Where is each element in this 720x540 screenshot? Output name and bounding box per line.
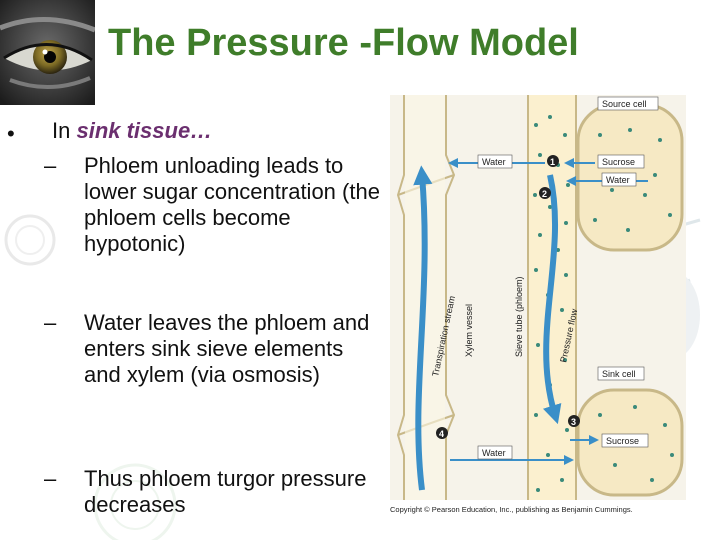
step-marker-3: 3 [568,415,580,427]
label-sucrose-top: Sucrose [602,157,635,167]
pressure-flow-diagram: Water Water Source cell Sucrose Water Si… [390,95,686,500]
label-source-cell: Source cell [602,99,647,109]
subpoint-3-text: Thus phloem turgor pressure decreases [84,466,367,517]
svg-text:2: 2 [542,189,547,199]
slide-title: The Pressure -Flow Model [108,22,579,64]
step-marker-2: 2 [539,187,551,199]
subpoint-3-marker: – [44,466,57,491]
step-marker-1: 1 [547,155,559,167]
bullet-prefix: In [52,118,77,143]
bullet-emphasis: sink tissue… [76,118,213,143]
svg-text:1: 1 [550,157,555,167]
svg-text:3: 3 [571,417,576,427]
subpoint-1-marker: – [44,153,57,178]
eye-logo-image [0,0,95,105]
label-sieve-tube: Sieve tube (phloem) [514,276,524,357]
label-water-top: Water [482,157,506,167]
label-water-bottom: Water [482,448,506,458]
bullet-marker: • [7,121,15,146]
pressure-flow-arrow [542,174,562,425]
subpoint-2-marker: – [44,310,57,335]
step-marker-4: 4 [436,427,448,439]
subpoint-2-text: Water leaves the phloem and enters sink … [84,310,370,387]
svg-text:4: 4 [439,429,444,439]
label-sink-cell: Sink cell [602,369,636,379]
bullet-text: In sink tissue… [52,118,212,144]
subpoint-1-text: Phloem unloading leads to lower sugar co… [84,153,380,256]
label-sucrose-bottom: Sucrose [606,436,639,446]
transpiration-arrow [413,165,433,491]
figure-copyright: Copyright © Pearson Education, Inc., pub… [390,505,633,514]
label-water-right: Water [606,175,630,185]
label-xylem-vessel: Xylem vessel [464,304,474,357]
